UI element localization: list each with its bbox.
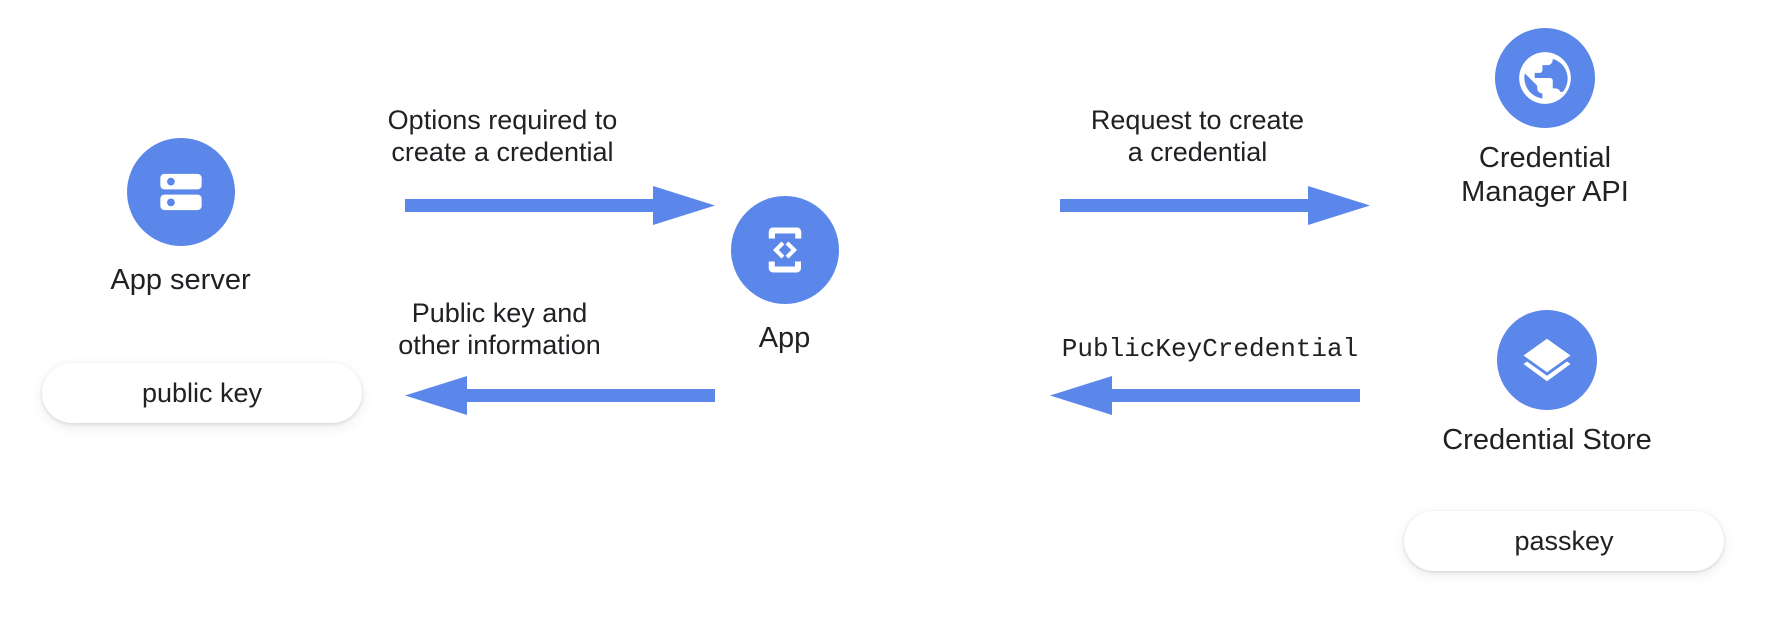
arrow-app-to-credential-manager-api <box>1060 186 1370 225</box>
arrow-caption-public-key-and-other-information: Public key and other information <box>398 298 601 361</box>
layers-icon <box>1497 310 1597 410</box>
node-credential-store: Credential Store <box>1412 310 1682 458</box>
node-app-label: App <box>758 322 811 354</box>
chip-passkey: passkey <box>1404 511 1724 571</box>
arrow-app-to-app-server <box>405 376 715 415</box>
node-app-server-label: App server <box>110 264 251 296</box>
chip-passkey-label: passkey <box>1514 525 1614 556</box>
arrow-app-server-to-app <box>405 186 715 225</box>
arrow-credential-store-to-app <box>1050 376 1360 415</box>
server-icon <box>126 138 235 246</box>
node-credential-store-label: Credential Store <box>1442 424 1652 456</box>
chip-public-key-label: public key <box>141 377 263 408</box>
node-app: App <box>682 196 887 356</box>
phone-code-icon <box>730 196 839 304</box>
arrow-caption-request-to-create: Request to create a credential <box>1090 105 1305 168</box>
node-credential-manager-api: Credential Manager API <box>1410 28 1680 209</box>
chip-public-key: public key <box>42 363 362 423</box>
node-app-server: App server <box>78 138 283 298</box>
globe-icon <box>1495 28 1595 128</box>
node-credential-manager-api-label: Credential Manager API <box>1461 142 1629 208</box>
arrow-caption-public-key-credential: PublicKeyCredential <box>1061 334 1359 364</box>
arrow-caption-options-required: Options required to create a credential <box>387 105 618 168</box>
